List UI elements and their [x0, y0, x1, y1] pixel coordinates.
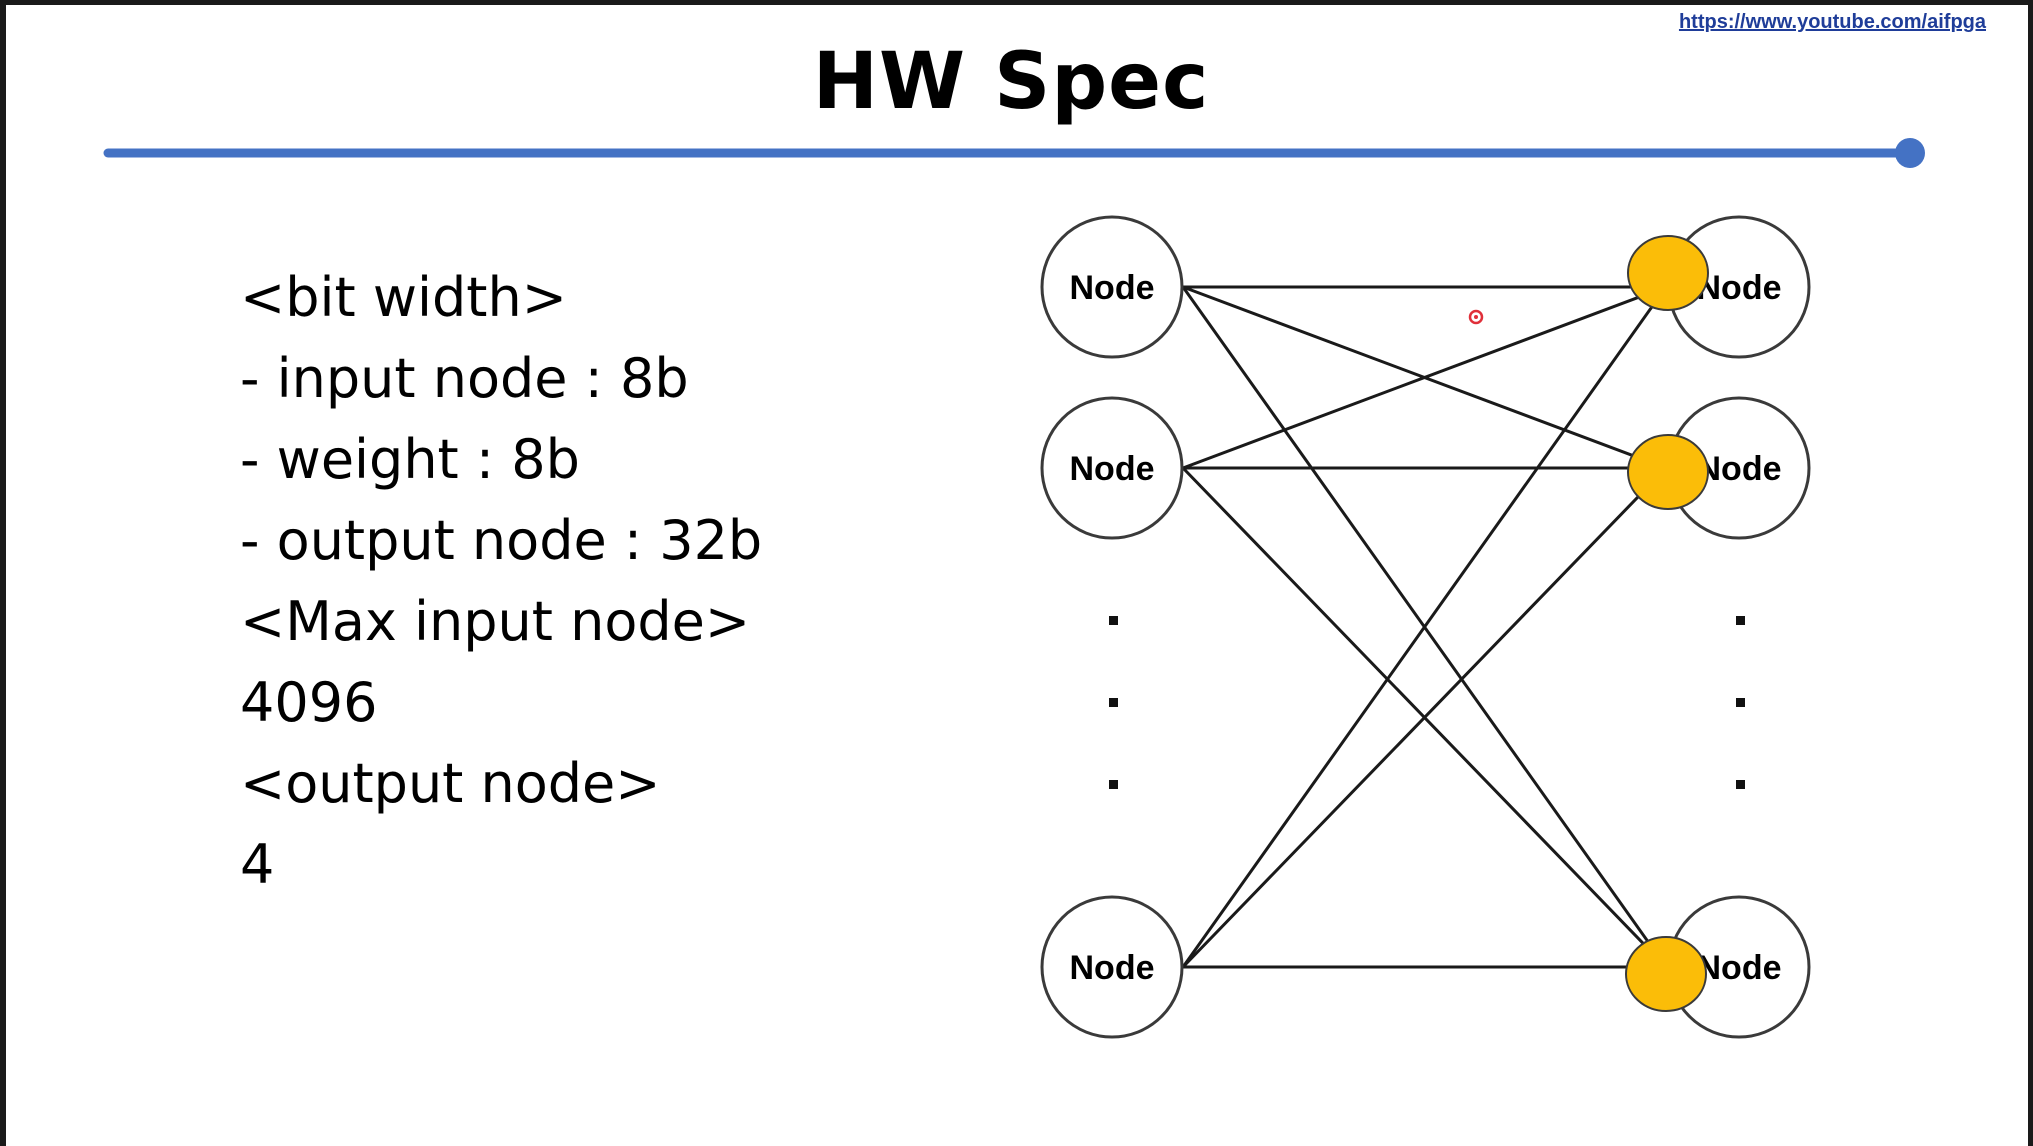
spec-list: <bit width> - input node : 8b - weight :… [240, 257, 762, 905]
output-node-2-label: Node [1697, 450, 1782, 488]
spec-max-input-value: 4096 [240, 671, 378, 734]
output-highlight-1 [1627, 235, 1709, 311]
output-highlight-3 [1625, 936, 1707, 1012]
title-underline-end-dot [1895, 138, 1925, 168]
input-node-2-label: Node [1070, 450, 1155, 488]
input-node-3-label: Node [1070, 949, 1155, 987]
page-title: HW Spec [812, 37, 1210, 127]
output-highlight-2 [1627, 434, 1709, 510]
output-node-3-label: Node [1697, 949, 1782, 987]
input-node-3: Node [1040, 895, 1184, 1039]
input-node-2: Node [1040, 396, 1184, 540]
slide: https://www.youtube.com/aifpga HW Spec <… [6, 5, 2028, 1146]
spec-max-input-heading: <Max input node> [240, 590, 751, 653]
youtube-link[interactable]: https://www.youtube.com/aifpga [1678, 11, 1986, 33]
spec-output-node-heading: <output node> [240, 752, 661, 815]
input-ellipsis [1109, 616, 1118, 789]
input-node-1: Node [1040, 215, 1184, 359]
input-node-1-label: Node [1070, 269, 1155, 307]
edge-in3-out1 [1181, 286, 1668, 968]
output-node-3: Node [1667, 895, 1811, 1039]
spec-weight-width: - weight : 8b [240, 428, 580, 491]
edge-in2-out1 [1182, 285, 1667, 470]
network-diagram: Node Node Node Node Node Node [103, 138, 1925, 1039]
cursor-dot [1468, 309, 1484, 325]
spec-output-node-value: 4 [240, 833, 275, 896]
connections [1181, 285, 1668, 969]
spec-input-node-width: - input node : 8b [240, 347, 689, 410]
output-node-1: Node [1667, 215, 1811, 359]
output-node-2: Node [1667, 396, 1811, 540]
edge-in3-out2 [1181, 466, 1668, 969]
output-node-1-label: Node [1697, 269, 1782, 307]
output-ellipsis [1736, 616, 1745, 789]
spec-output-node-width: - output node : 32b [240, 509, 763, 572]
spec-bit-width-heading: <bit width> [240, 266, 567, 329]
